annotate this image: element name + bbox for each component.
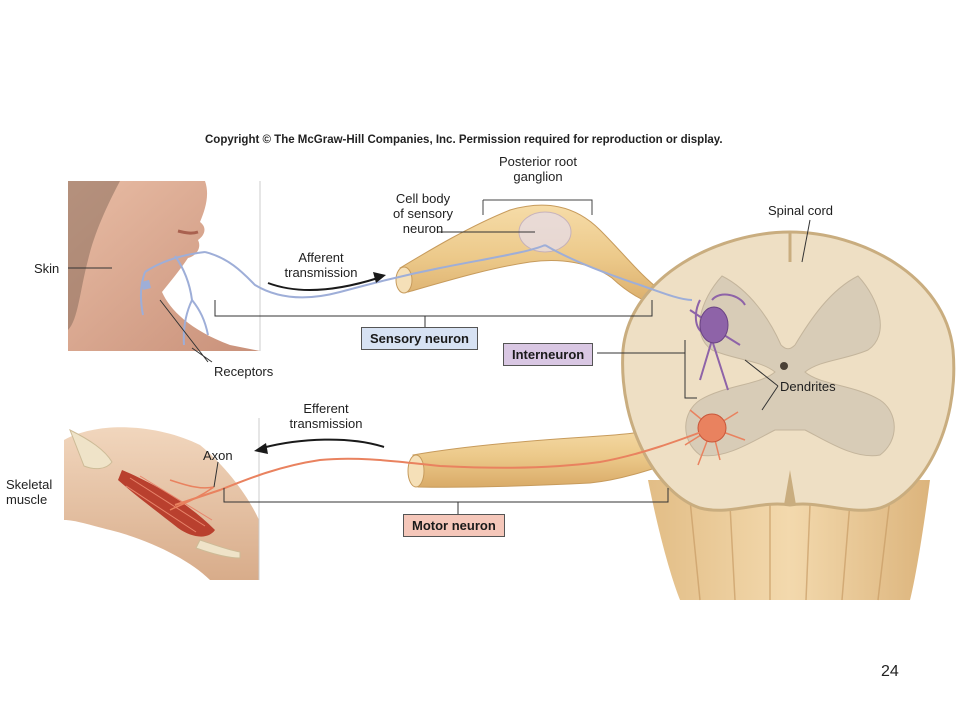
motor-fiber bbox=[174, 427, 713, 506]
hair bbox=[68, 181, 120, 330]
sensory-neuron-box: Sensory neuron bbox=[361, 327, 478, 350]
label-posterior-root-ganglion: Posterior root ganglion bbox=[498, 154, 578, 184]
label-cell-body: Cell body of sensory neuron bbox=[393, 191, 453, 236]
central-canal bbox=[780, 362, 788, 370]
dendrites-leader bbox=[744, 359, 779, 411]
label-spinal-cord: Spinal cord bbox=[768, 203, 834, 218]
label-dendrites: Dendrites bbox=[780, 379, 836, 394]
label-efferent: Efferent transmission bbox=[289, 401, 363, 431]
label-skin: Skin bbox=[34, 261, 60, 276]
spinal-cord-cross-section bbox=[621, 230, 956, 512]
sensory-nerve-cut-end bbox=[395, 266, 413, 294]
afferent-arrow bbox=[267, 277, 379, 291]
label-receptors: Receptors bbox=[214, 364, 274, 379]
copyright-notice: Copyright © The McGraw-Hill Companies, I… bbox=[205, 134, 723, 146]
skeletal-muscle-shape bbox=[118, 470, 215, 537]
receptors-leader bbox=[159, 299, 213, 363]
anterior-median-fissure bbox=[784, 470, 796, 505]
label-afferent: Afferent transmission bbox=[284, 250, 358, 280]
axon-leader bbox=[213, 461, 219, 488]
lips bbox=[177, 229, 199, 235]
gray-matter bbox=[685, 275, 895, 457]
label-axon: Axon bbox=[203, 448, 233, 463]
interneuron-bracket bbox=[597, 340, 697, 399]
forearm-bone bbox=[195, 539, 241, 559]
face-panel bbox=[68, 181, 261, 351]
sensory-fiber bbox=[204, 244, 693, 301]
motor-neuron-box: Motor neuron bbox=[403, 514, 505, 537]
page-number: 24 bbox=[881, 663, 899, 680]
interneuron-box: Interneuron bbox=[503, 343, 594, 366]
spinal-cord-leader bbox=[801, 219, 811, 263]
receptor-branches bbox=[139, 251, 209, 346]
interneuron-body bbox=[699, 306, 729, 344]
ganglion-bracket bbox=[482, 199, 593, 215]
sensory-bracket bbox=[214, 300, 653, 317]
efferent-arrow bbox=[261, 438, 385, 449]
motor-bracket bbox=[223, 488, 669, 503]
motor-nerve-cut-end bbox=[407, 454, 425, 488]
interneuron-cell bbox=[689, 293, 746, 391]
face-skin bbox=[68, 181, 260, 351]
label-skeletal-muscle: Skeletal muscle bbox=[6, 477, 53, 507]
humerus-bone bbox=[69, 428, 113, 470]
arm-panel bbox=[64, 418, 260, 580]
